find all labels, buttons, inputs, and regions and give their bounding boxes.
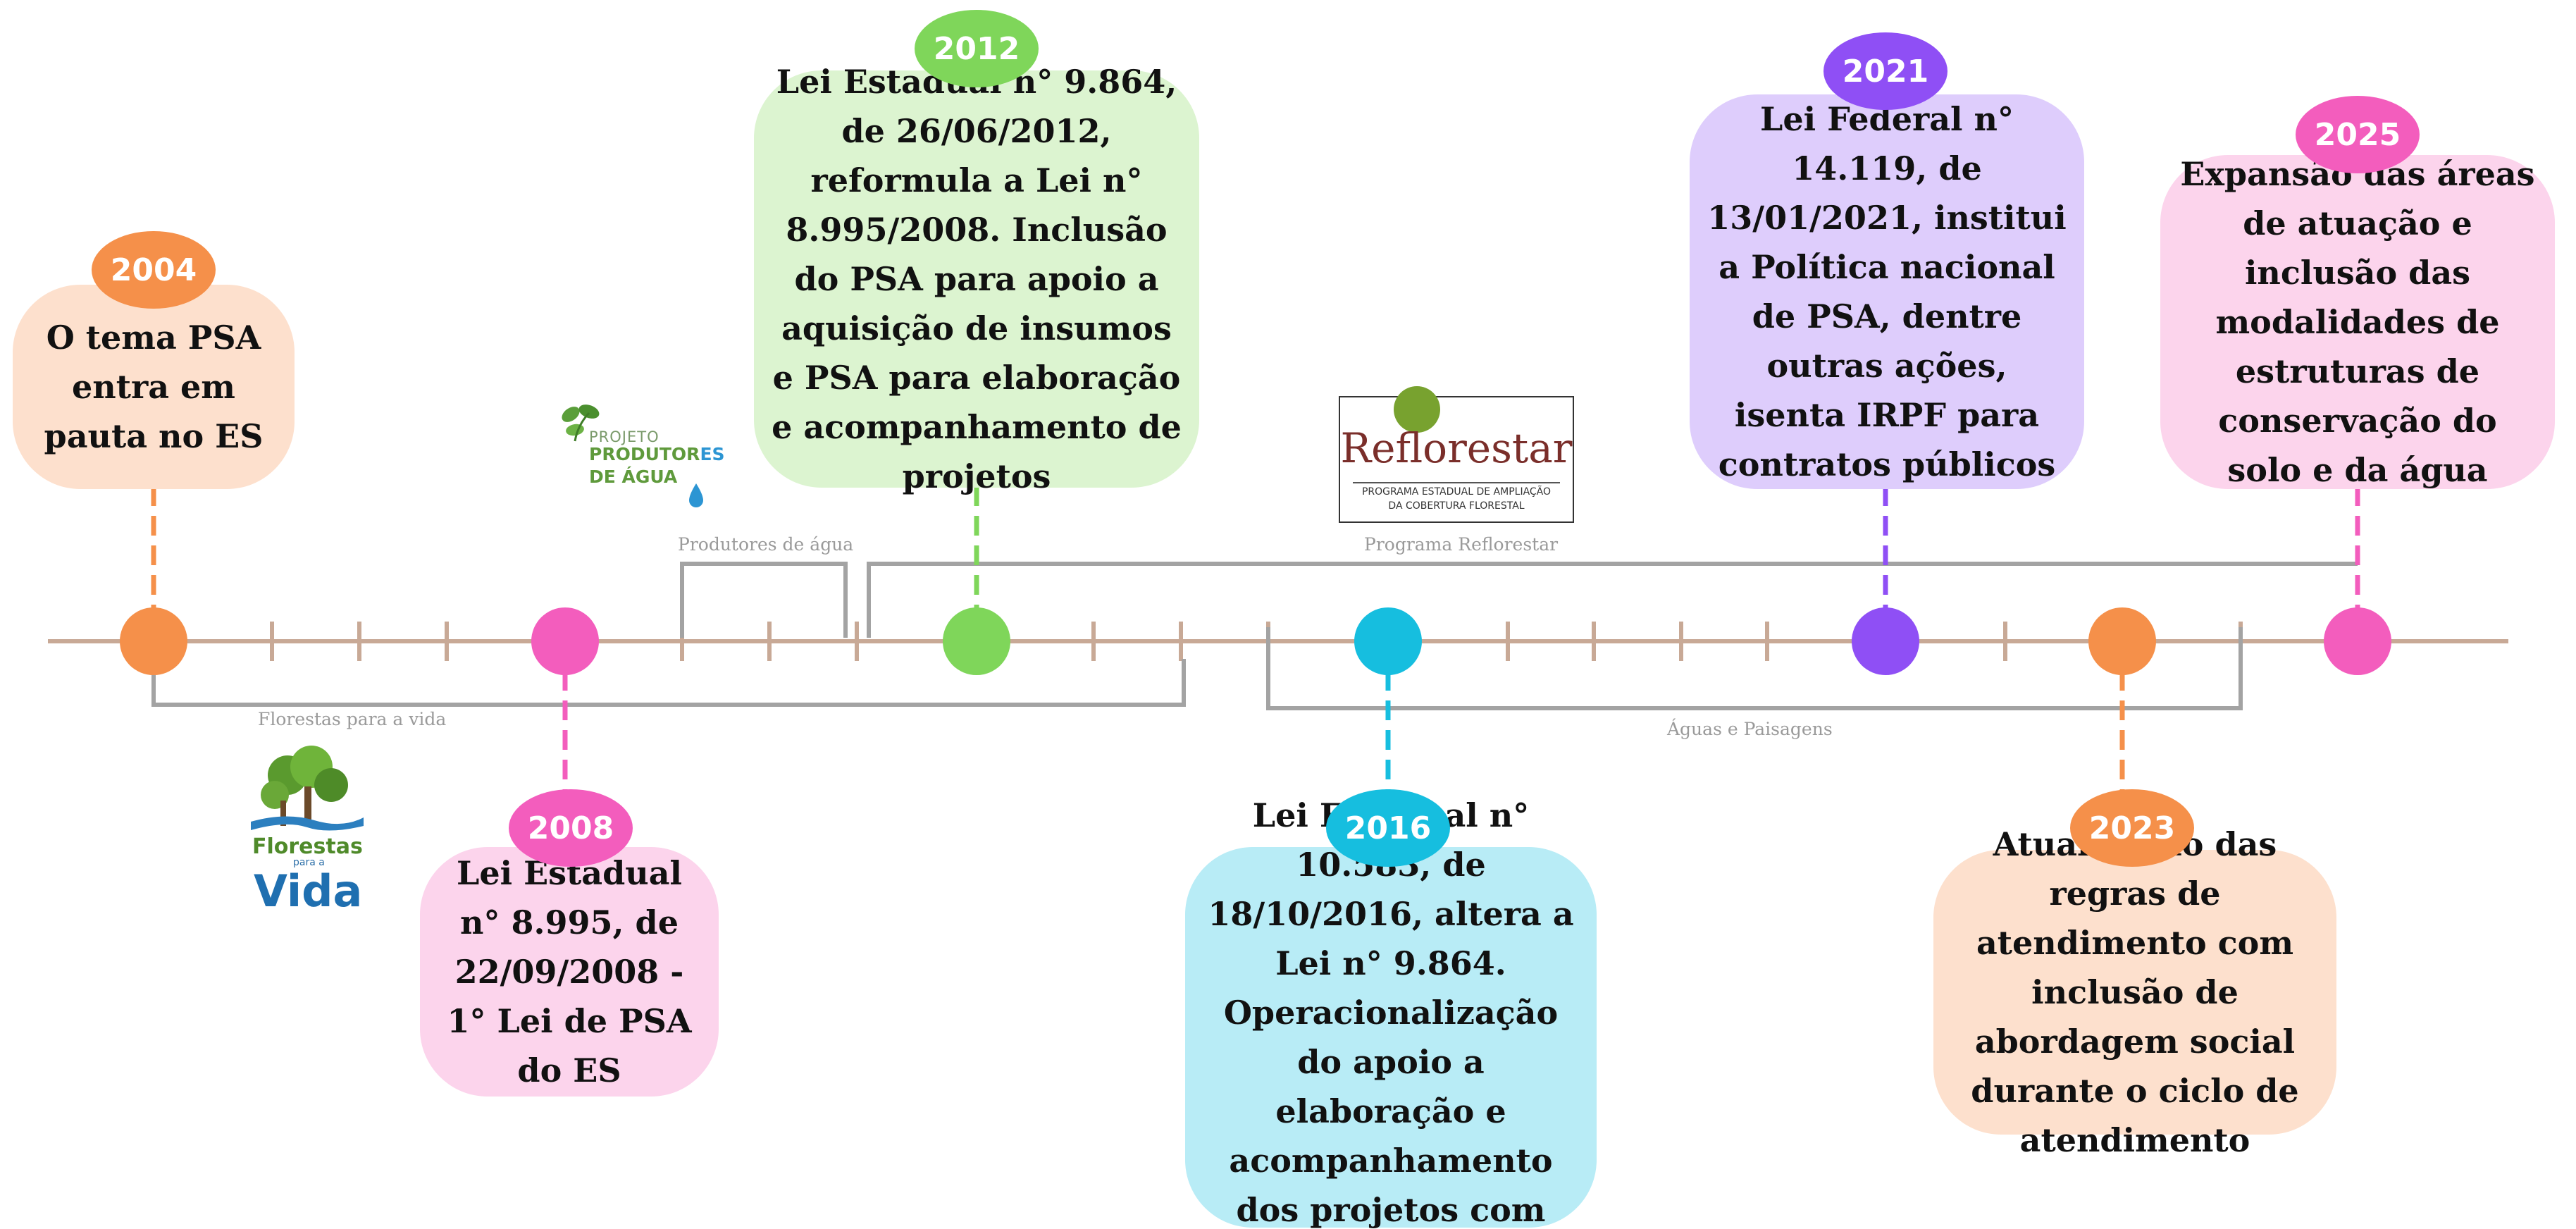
reflorestar-logo-title: Reflorestar (1340, 424, 1573, 472)
produtores-logo-accent: ES (700, 444, 725, 464)
year-badge-2012: 2012 (915, 10, 1039, 87)
event-card-2012: Lei Estadual n° 9.864, de 26/06/2012, re… (754, 63, 1199, 495)
node-2008 (531, 607, 599, 675)
produtores-logo-line2: PRODUTORES (589, 444, 725, 464)
year-badge-2021: 2021 (1823, 32, 1948, 110)
program-label-florestas: Florestas para a vida (258, 709, 447, 729)
year-badge-2025: 2025 (2296, 96, 2420, 173)
event-text-2008: Lei Estadual n° 8.995, de 22/09/2008 - 1… (447, 854, 692, 1089)
florestas-logo-line1: Florestas (252, 834, 363, 859)
node-2016 (1354, 607, 1422, 675)
bracket-produtores (680, 562, 848, 638)
reflorestar-logo: Reflorestar PROGRAMA ESTADUAL DE AMPLIAÇ… (1339, 386, 1575, 524)
node-2025 (2324, 607, 2391, 675)
event-text-2021: Lei Federal n° 14.119, de 13/01/2021, in… (1707, 100, 2067, 483)
node-2012 (943, 607, 1010, 675)
event-card-2008: Lei Estadual n° 8.995, de 22/09/2008 - 1… (420, 847, 719, 1097)
node-2021 (1852, 607, 1919, 675)
program-label-reflorestar: Programa Reflorestar (1364, 534, 1559, 555)
year-badge-2023: 2023 (2070, 789, 2194, 867)
tree-crown-icon (1394, 386, 1440, 433)
bracket-reflorestar (867, 562, 2358, 638)
program-label-produtores: Produtores de água (678, 534, 854, 555)
event-text-2012: Lei Estadual n° 9.864, de 26/06/2012, re… (772, 63, 1182, 495)
florestas-logo-line2: para a (293, 857, 325, 868)
florestas-logo-line3: Vida (254, 865, 363, 917)
event-card-2016: Lei Estadual n° 10.583, de 18/10/2016, a… (1185, 796, 1597, 1229)
event-card-2023: Atualização das regras de atendimento co… (1933, 825, 2336, 1159)
reflorestar-logo-frame (1339, 396, 1574, 523)
event-card-2025: Expansão das áreas de atuação e inclusão… (2160, 155, 2555, 489)
bracket-aguas (1266, 627, 2243, 710)
reflorestar-logo-divider (1353, 482, 1560, 483)
node-2004 (120, 607, 187, 675)
year-badge-2016: 2016 (1326, 789, 1450, 867)
year-badge-2008: 2008 (509, 789, 633, 867)
bracket-florestas (151, 659, 1186, 707)
program-label-aguas: Águas e Paisagens (1667, 719, 1833, 739)
produtores-logo-word: PRODUTOR (589, 444, 700, 464)
timeline-ticks (270, 622, 2243, 661)
event-text-2025: Expansão das áreas de atuação e inclusão… (2180, 155, 2535, 489)
node-2023 (2088, 607, 2156, 675)
event-card-2004: O tema PSA entra em pauta no ES (13, 285, 295, 489)
event-card-2021: Lei Federal n° 14.119, de 13/01/2021, in… (1690, 94, 2084, 489)
event-text-2004: O tema PSA entra em pauta no ES (44, 319, 264, 455)
leaf-icon (562, 404, 703, 507)
water-drop-icon (689, 483, 703, 507)
produtores-de-agua-logo: PROJETO PRODUTORES DE ÁGUA (555, 400, 725, 513)
produtores-logo-line1: PROJETO (589, 428, 660, 445)
reflorestar-logo-subtitle-2: DA COBERTURA FLORESTAL (1388, 500, 1525, 512)
produtores-logo-line3: DE ÁGUA (589, 467, 678, 487)
trees-icon (251, 746, 364, 831)
year-badge-2004: 2004 (92, 231, 216, 309)
event-text-2023: Atualização das regras de atendimento co… (1971, 825, 2299, 1159)
reflorestar-logo-subtitle-1: PROGRAMA ESTADUAL DE AMPLIAÇÃO (1361, 486, 1552, 498)
florestas-para-a-vida-logo: Florestas para a Vida (244, 744, 371, 920)
